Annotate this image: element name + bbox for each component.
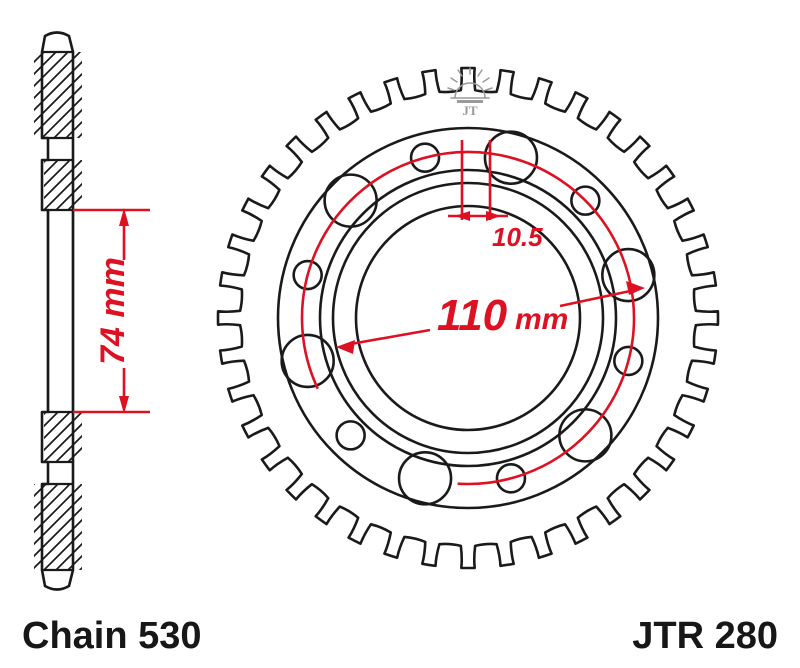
dimension-bolt-circle-110mm: 110 mm	[300, 150, 645, 486]
section-hatching-bottom-lower	[34, 484, 82, 570]
rim-outer-circle	[276, 126, 660, 510]
bolt-hole-small	[335, 420, 366, 451]
bolt-circle-unit: mm	[515, 303, 568, 336]
bolt-hole-large	[483, 130, 539, 185]
dimension-thickness-74mm: 74 mm	[73, 208, 150, 414]
bolt-hole-group	[280, 130, 656, 506]
hub-outer-circle	[331, 181, 605, 455]
diameter-line-right	[559, 288, 636, 308]
bolt-hole-small	[292, 259, 323, 291]
arrowhead-right	[626, 281, 645, 295]
bolt-hole-large	[280, 333, 335, 389]
side-profile-view	[34, 31, 82, 591]
part-number-caption: JTR 280	[632, 615, 778, 657]
bolt-hole-large	[323, 173, 378, 228]
bolt-circle-arc	[300, 150, 636, 486]
arrowhead-top	[119, 208, 129, 226]
section-hatching-top-lower	[44, 160, 82, 210]
front-face-view: JT	[216, 66, 720, 570]
bolt-hole-small	[495, 463, 527, 494]
hole-arrowhead-left	[455, 211, 470, 221]
jt-logo-letters: JT	[462, 103, 478, 118]
sprocket-teeth-outline	[216, 66, 720, 570]
jt-sunburst-logo: JT	[447, 67, 493, 118]
bolt-hole-large	[397, 451, 453, 506]
bolt-circle-value: 110	[437, 291, 508, 340]
bolt-hole-small	[409, 142, 441, 173]
dimension-hole-10-5: 10.5	[448, 140, 543, 252]
center-bore-circle	[354, 204, 582, 432]
bolt-hole-large	[601, 247, 656, 303]
bolt-hole-large	[558, 408, 613, 463]
side-profile-internal-lines	[40, 50, 75, 572]
section-hatching-bottom-upper	[44, 412, 82, 462]
side-profile-outline	[40, 31, 75, 591]
thickness-dimension-label: 74 mm	[94, 257, 132, 365]
arrowhead-bottom	[119, 396, 129, 414]
arrowhead-left	[336, 340, 355, 354]
diameter-line-left	[344, 328, 431, 347]
hole-arrowhead-right	[486, 211, 501, 221]
rim-inner-circle	[318, 168, 618, 468]
bolt-hole-small	[613, 345, 644, 377]
bolt-hole-small	[570, 185, 601, 216]
chain-size-caption: Chain 530	[22, 615, 202, 657]
hole-dimension-label: 10.5	[492, 222, 543, 252]
section-hatching-top-upper	[34, 52, 82, 138]
